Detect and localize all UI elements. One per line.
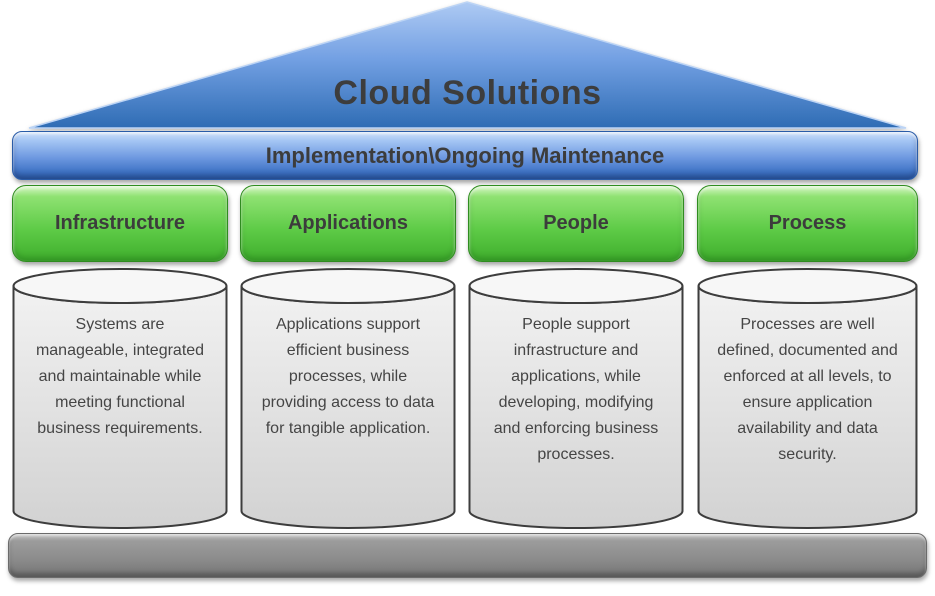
roof-triangle bbox=[28, 1, 907, 129]
cylinder-shape bbox=[240, 268, 456, 529]
pillar-column-process: Process Processes are well defined, docu… bbox=[697, 185, 918, 530]
cylinder-shape bbox=[468, 268, 684, 529]
maintenance-bar: Implementation\Ongoing Maintenance bbox=[12, 131, 918, 180]
pillar-column-applications: Applications Applications support effici… bbox=[240, 185, 456, 530]
pillar-cylinder: Applications support efficient business … bbox=[240, 268, 456, 530]
diagram-title: Cloud Solutions bbox=[333, 74, 602, 112]
pillar-cylinder: People support infrastructure and applic… bbox=[468, 268, 684, 530]
pillar-header-label: Infrastructure bbox=[54, 212, 186, 234]
pillar-description: People support infrastructure and applic… bbox=[493, 316, 659, 463]
pillar-header-label: People bbox=[543, 212, 609, 234]
pillar-description: Processes are well defined, documented a… bbox=[717, 316, 898, 463]
pillar-header-label: Applications bbox=[287, 212, 408, 234]
pillar-column-people: People People support infrastructure and… bbox=[468, 185, 684, 530]
pillar-header: People bbox=[468, 185, 684, 262]
pillar-header-label: Process bbox=[768, 212, 847, 234]
pillar-description: Applications support efficient business … bbox=[261, 316, 435, 437]
foundation-bar bbox=[8, 533, 927, 578]
pillar-cylinder: Systems are manageable, integrated and m… bbox=[12, 268, 228, 530]
maintenance-bar-label: Implementation\Ongoing Maintenance bbox=[265, 142, 665, 168]
pillar-cylinder: Processes are well defined, documented a… bbox=[697, 268, 918, 530]
cylinder-shape bbox=[697, 268, 918, 529]
cylinder-shape bbox=[12, 268, 228, 529]
pillar-header: Process bbox=[697, 185, 918, 262]
pillar-description: Systems are manageable, integrated and m… bbox=[35, 316, 205, 437]
pillar-column-infrastructure: Infrastructure Systems are manageable, i… bbox=[12, 185, 228, 530]
pillar-header: Applications bbox=[240, 185, 456, 262]
pillar-header: Infrastructure bbox=[12, 185, 228, 262]
